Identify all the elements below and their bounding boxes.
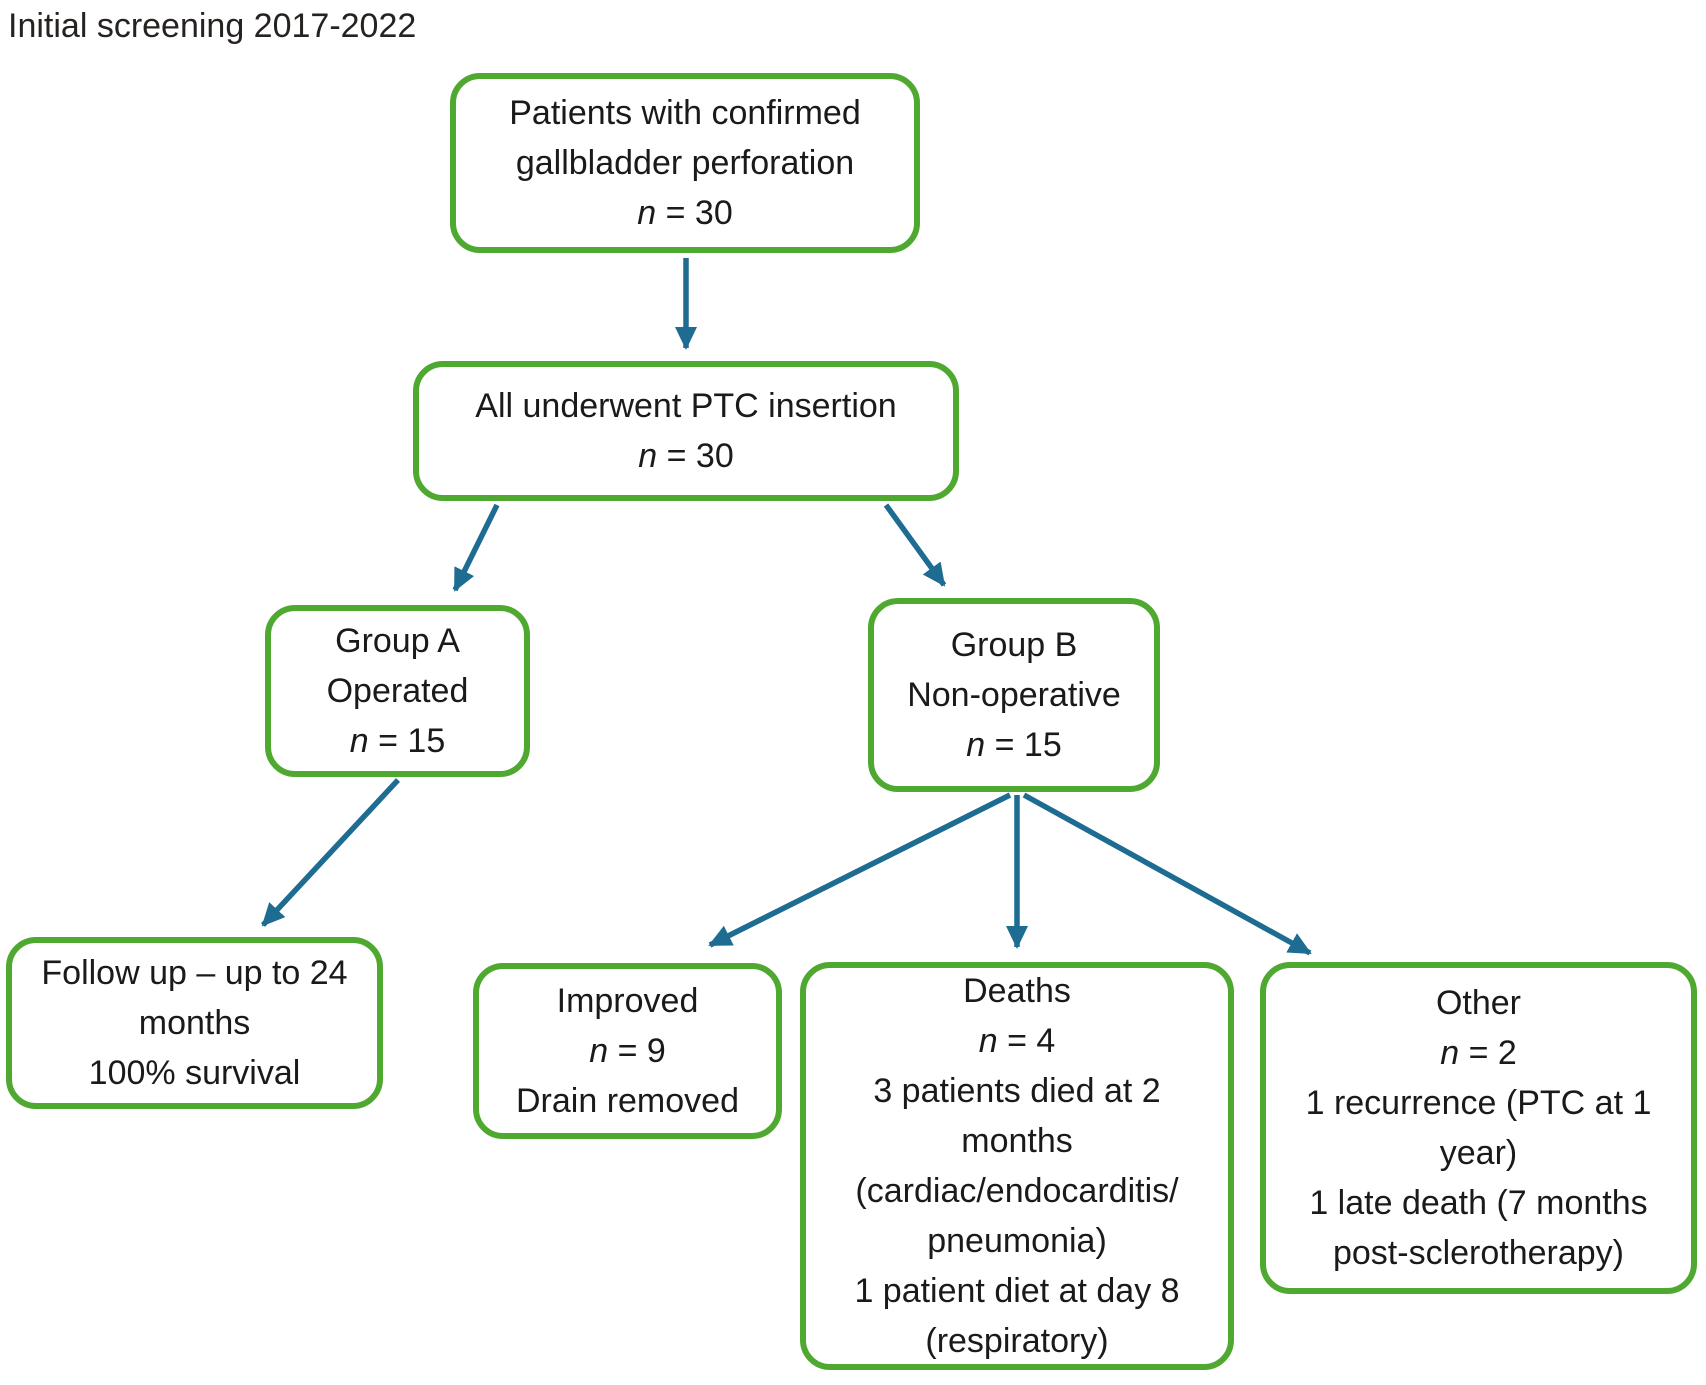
box-line: 3 patients died at 2 <box>873 1072 1161 1110</box>
box-line: Drain removed <box>516 1082 739 1120</box>
box-line: months <box>138 1004 251 1042</box>
box-line: pneumonia) <box>927 1222 1107 1260</box>
diagram-title: Initial screening 2017-2022 <box>8 7 417 45</box>
flow-box-screening: Patients with confirmed gallbladder perfo… <box>450 73 920 253</box>
arrow-group-a-to-follow-up <box>260 778 401 927</box>
box-line: All underwent PTC insertion <box>475 387 897 425</box>
box-line: n = 2 <box>1440 1034 1517 1072</box>
box-line: Other <box>1435 984 1522 1022</box>
box-line: 1 recurrence (PTC at 1 <box>1305 1084 1652 1122</box>
box-line: (cardiac/endocarditis/ <box>855 1172 1179 1210</box>
box-line: Operated <box>326 672 469 710</box>
flow-box-group-a: Group A Operated n = 15 <box>265 605 530 777</box>
box-line: 1 patient diet at day 8 <box>854 1272 1180 1310</box>
box-line: 100% survival <box>88 1054 301 1092</box>
arrow-ptc-to-group-a <box>452 503 500 592</box>
arrow-group-b-to-improved <box>708 792 1012 948</box>
flow-box-group-b: Group B Non-operative n = 15 <box>868 598 1160 792</box>
flow-box-follow-up: Follow up – up to 24 months 100% survival <box>6 937 383 1109</box>
box-line: year) <box>1439 1134 1518 1172</box>
box-line: n = 15 <box>966 726 1062 764</box>
box-line: n = 9 <box>589 1032 666 1070</box>
box-line: 1 late death (7 months <box>1309 1184 1648 1222</box>
arrow-group-b-to-other <box>1022 792 1312 956</box>
box-line: Patients with confirmed <box>509 94 861 132</box>
flow-box-improved: Improved n = 9 Drain removed <box>473 963 782 1139</box>
box-line: Follow up – up to 24 <box>41 954 348 992</box>
box-line: n = 15 <box>349 722 446 760</box>
box-line: n = 4 <box>978 1022 1056 1060</box>
flow-box-ptc-insertion: All underwent PTC insertion n = 30 <box>413 361 959 501</box>
flow-box-other: Other n = 2 1 recurrence (PTC at 1 year) 1 l… <box>1260 962 1697 1294</box>
box-line: Non-operative <box>907 676 1121 714</box>
box-line: n = 30 <box>637 194 733 232</box>
box-line: post-sclerotherapy) <box>1332 1234 1624 1272</box>
box-line: Deaths <box>963 972 1071 1010</box>
box-line: months <box>961 1122 1073 1160</box>
arrow-ptc-to-group-b <box>883 503 947 587</box>
flow-box-deaths: Deaths n = 4 3 patients died at 2 months (ca… <box>800 962 1234 1370</box>
box-line: Group B <box>950 626 1078 664</box>
box-line: n = 30 <box>638 437 734 475</box>
box-line: Improved <box>556 982 699 1020</box>
box-line: Group A <box>335 622 460 660</box>
box-line: (respiratory) <box>925 1322 1109 1360</box>
box-line: gallbladder perforation <box>515 144 855 182</box>
